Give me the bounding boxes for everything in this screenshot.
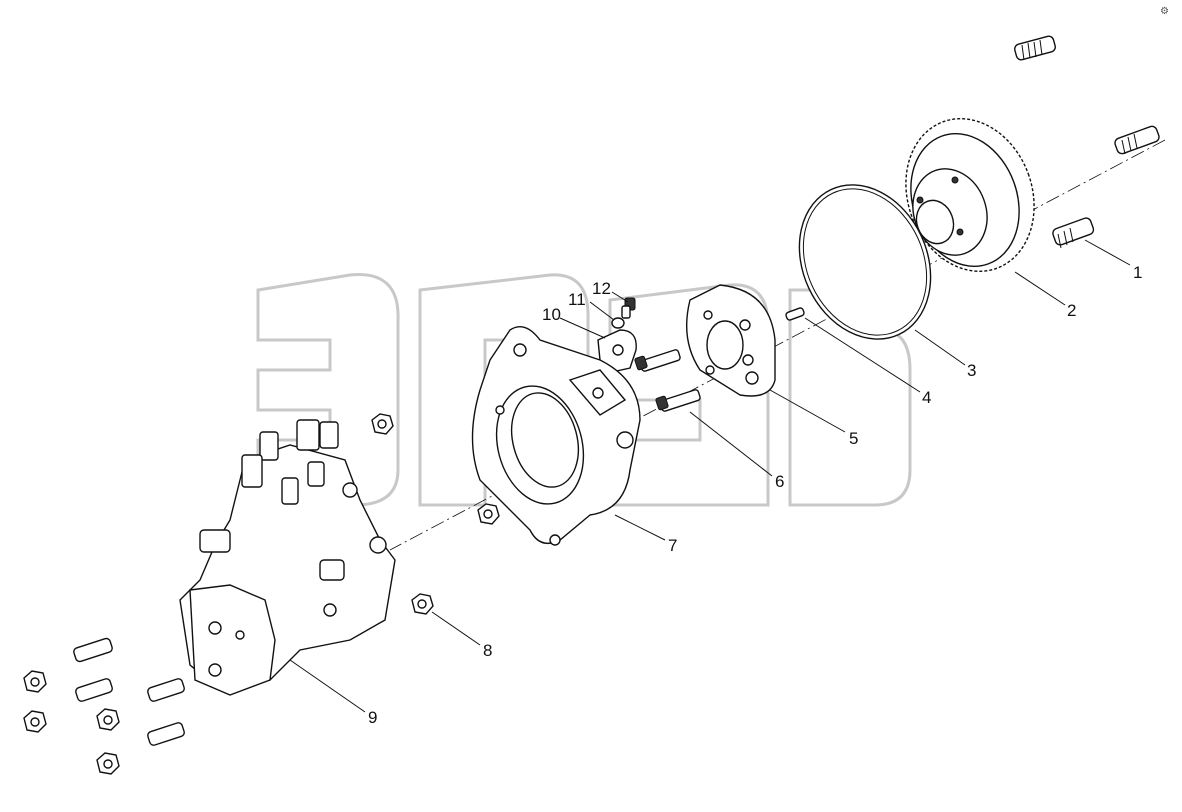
screw-part-12 bbox=[621, 297, 636, 319]
nut-lower-4 bbox=[96, 752, 120, 775]
callout-11: 11 bbox=[568, 290, 586, 309]
nut-upper bbox=[371, 413, 394, 435]
stud-lower-1 bbox=[73, 637, 113, 663]
leader-2 bbox=[1014, 271, 1066, 306]
leader-12 bbox=[611, 291, 629, 303]
callout-5: 5 bbox=[849, 429, 858, 448]
nut-part-8 bbox=[411, 593, 434, 615]
callout-7: 7 bbox=[668, 536, 677, 555]
nut-lower-2 bbox=[23, 710, 47, 733]
callout-6: 6 bbox=[775, 472, 784, 491]
pin-part-4 bbox=[785, 307, 805, 321]
flange-part-5 bbox=[685, 284, 776, 397]
leader-1 bbox=[1084, 239, 1131, 266]
nut-mid bbox=[477, 503, 500, 525]
callout-8: 8 bbox=[483, 641, 492, 660]
oring-part-3 bbox=[798, 184, 932, 340]
leader-5 bbox=[769, 389, 846, 433]
callout-2: 2 bbox=[1067, 301, 1076, 320]
stud-top bbox=[1014, 35, 1056, 61]
leader-lines bbox=[289, 239, 1131, 713]
stud-lower-4 bbox=[147, 722, 185, 746]
gear-part-2 bbox=[905, 117, 1035, 273]
bolt-upper bbox=[634, 349, 681, 372]
washer-part-11 bbox=[611, 317, 625, 329]
callout-12: 12 bbox=[592, 279, 611, 298]
nut-lower-3 bbox=[96, 708, 120, 731]
callout-1: 1 bbox=[1133, 263, 1142, 282]
callout-10: 10 bbox=[542, 305, 561, 324]
stud-lower-3 bbox=[147, 678, 185, 702]
stud-mid bbox=[1114, 125, 1160, 155]
callout-3: 3 bbox=[967, 361, 976, 380]
leader-11 bbox=[589, 301, 615, 321]
nut-lower-1 bbox=[23, 670, 47, 693]
callout-9: 9 bbox=[368, 708, 377, 727]
leader-3 bbox=[914, 329, 966, 366]
stud-part-1 bbox=[1052, 217, 1095, 249]
bracket-part-10 bbox=[597, 329, 637, 373]
leader-10 bbox=[559, 317, 606, 339]
pump-part-9 bbox=[179, 419, 396, 696]
housing-part-7 bbox=[471, 326, 641, 546]
leader-6 bbox=[689, 411, 773, 477]
callout-4: 4 bbox=[922, 388, 931, 407]
leader-8 bbox=[431, 611, 481, 646]
bolt-part-6 bbox=[655, 389, 701, 412]
leader-9 bbox=[289, 659, 366, 713]
leader-4 bbox=[804, 317, 921, 393]
corner-mark: ⚙ bbox=[1160, 6, 1169, 17]
leader-7 bbox=[614, 514, 666, 541]
stud-lower-2 bbox=[75, 678, 113, 702]
